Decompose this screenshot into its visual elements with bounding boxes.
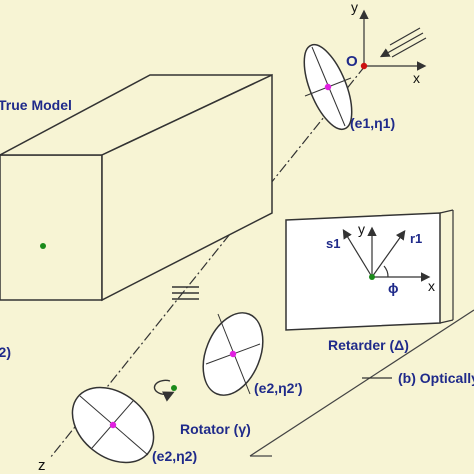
left-partial-label: η2) [0,344,11,360]
ellipse-e2-eta2-prime [202,312,264,396]
inset-r1-label: r1 [410,231,422,246]
axis-x-top-label: x [413,70,420,86]
e2-eta2-label: (e2,η2) [152,448,197,464]
inset-phi-label: ϕ [388,280,399,296]
rotator-label: Rotator (γ) [180,421,251,437]
optically-label: (b) Optically [398,370,474,386]
top-axes [359,9,427,71]
e2-eta2-prime-label: (e2,η2′) [254,380,302,396]
ellipse-e1-eta1 [303,43,353,131]
optically-bracket [249,309,474,457]
inset-x-label: x [428,278,435,294]
true-model-box [0,73,273,302]
true-model-label: True Model [0,97,72,113]
equivalence-sign [172,286,199,300]
origin-label: O [346,53,358,70]
retarder-label: Retarder (Δ) [328,337,409,353]
inset-y-label: y [358,221,365,237]
axis-z-label: z [38,457,46,474]
inset-s1-label: s1 [326,236,340,251]
origin-red-dot [360,62,368,70]
inset-center-dot [369,274,375,280]
box-center-dot [40,243,46,249]
rotator-symbol [153,379,177,402]
retarder-inset [285,209,454,331]
ellipse-e2-eta2 [71,386,155,464]
axis-y-top-label: y [351,0,358,15]
incoming-beam [379,27,427,58]
e1-eta1-label: (e1,η1) [350,115,395,131]
